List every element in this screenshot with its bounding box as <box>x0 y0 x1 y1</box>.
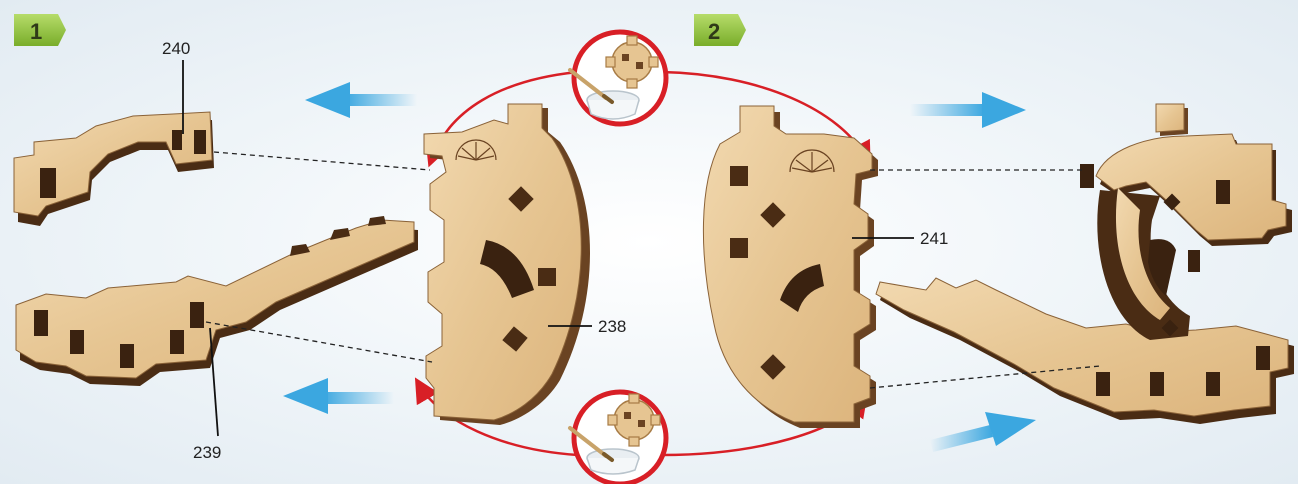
label-239: 239 <box>193 443 221 462</box>
step-2-badge: 2 <box>694 14 746 46</box>
move-left-arrow-bottom <box>283 378 394 414</box>
part-238 <box>424 104 590 425</box>
glue-pot-icon <box>570 32 666 124</box>
assembled-ring <box>1080 104 1292 340</box>
step-1-number: 1 <box>30 19 42 44</box>
label-241: 241 <box>920 229 948 248</box>
glue-pot-icon <box>570 392 666 484</box>
step-2-number: 2 <box>708 19 720 44</box>
label-240: 240 <box>162 39 190 58</box>
move-right-arrow-top <box>910 92 1026 128</box>
part-239 <box>16 216 418 386</box>
step-1-badge: 1 <box>14 14 66 46</box>
label-238: 238 <box>598 317 626 336</box>
part-240 <box>14 112 214 226</box>
move-right-arrow-bottom <box>930 412 1036 452</box>
part-241 <box>703 106 878 428</box>
move-left-arrow-top <box>305 82 417 118</box>
part-239-assembled <box>876 278 1294 424</box>
